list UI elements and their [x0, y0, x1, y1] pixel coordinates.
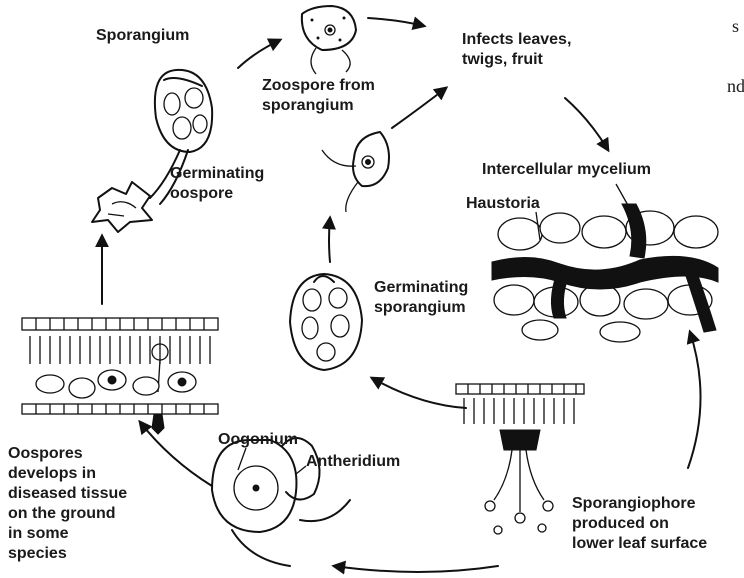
arrow-infection-to-mycelium — [565, 98, 608, 150]
arrow-sporangiophore-to-germinating-sporangium — [372, 378, 466, 408]
oospores-label: Oospores develops in diseased tissue on … — [8, 444, 127, 564]
zoospore-label: Zoospore from sporangium — [262, 76, 375, 116]
arrow-swimming-zoospore-to-infection — [392, 88, 446, 128]
haustoria-label: Haustoria — [466, 194, 540, 214]
arrow-germinating-sporangium-to-zoospore — [329, 218, 330, 262]
germinating-oospore-drawing — [92, 182, 152, 232]
infects-leaves-label: Infects leaves, twigs, fruit — [462, 30, 571, 70]
oogonium-label: Oogonium — [218, 430, 298, 450]
germinating-oospore-label: Germinating oospore — [170, 164, 264, 204]
arrow-sporangiophore-to-mycelium — [688, 332, 701, 468]
sporangium-label: Sporangium — [96, 26, 189, 46]
antheridium-label: Antheridium — [306, 452, 400, 472]
mycelium-tissue-drawing — [492, 204, 718, 342]
zoospore-swimming-drawing — [322, 132, 389, 212]
oogonium-label-leader — [238, 448, 246, 470]
arrow-sporangiophore-to-sexual-stage — [334, 566, 498, 572]
arrow-oogonium-to-ground — [140, 422, 212, 486]
arrow-oospore-to-sporangium — [238, 40, 280, 68]
germinating-sporangium-drawing — [290, 274, 362, 370]
germinating-sporangium-label: Germinating sporangium — [374, 278, 468, 318]
sporangiophore-drawing — [456, 384, 584, 534]
arrow-zoospore-to-infection — [368, 18, 424, 26]
intercellular-mycelium-label: Intercellular mycelium — [482, 160, 651, 180]
zoospore-top-drawing — [302, 6, 356, 74]
sporangiophore-label: Sporangiophore produced on lower leaf su… — [572, 494, 707, 554]
antheridium-label-leader — [296, 466, 306, 474]
ground-tissue-drawing — [22, 318, 218, 434]
